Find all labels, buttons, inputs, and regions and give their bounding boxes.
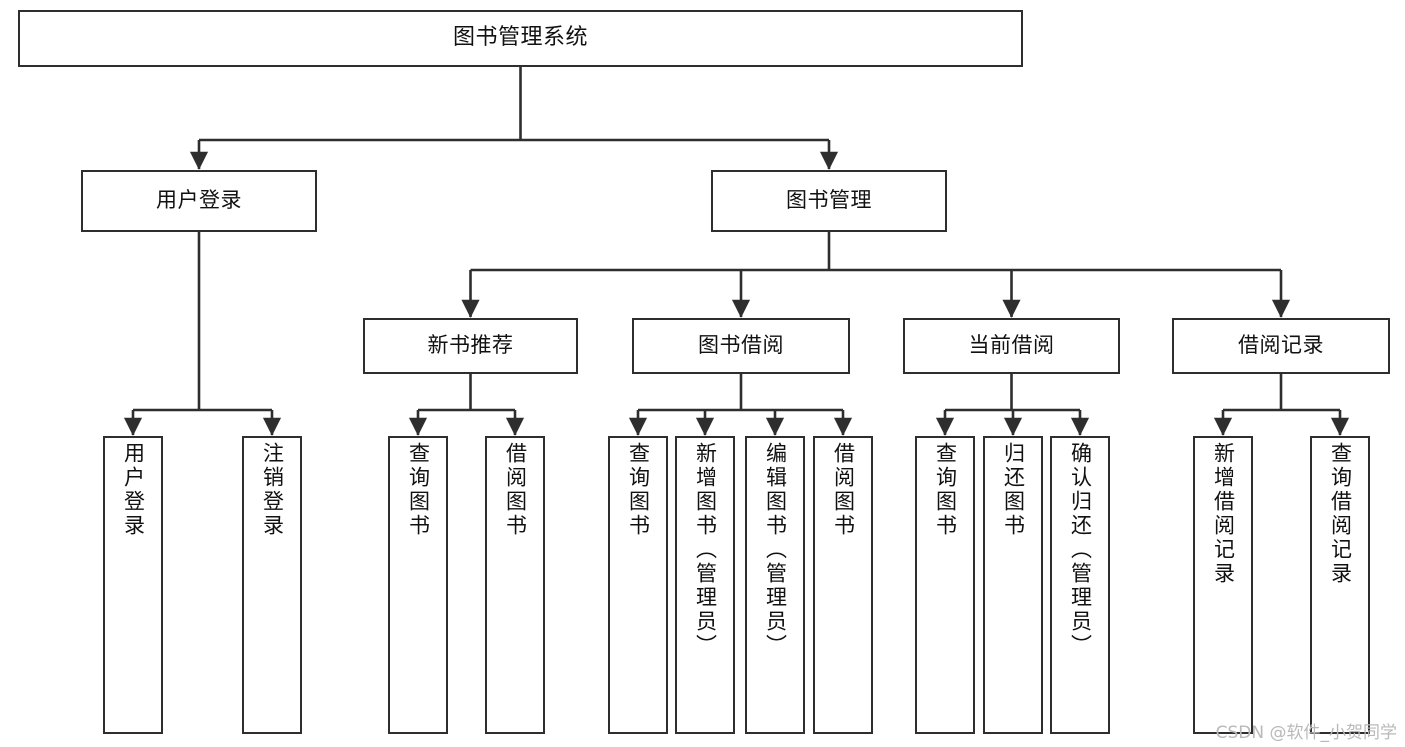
node-label: 新增借阅记录 — [1211, 442, 1236, 586]
node-leaf-query-record[interactable]: 查询借阅记录 — [1310, 436, 1370, 734]
node-root[interactable]: 图书管理系统 — [18, 10, 1023, 67]
node-label: 注销登录 — [260, 442, 285, 538]
node-label: 新书推荐 — [427, 333, 514, 358]
node-label: 图书管理 — [786, 188, 872, 213]
node-label: 查询图书 — [933, 442, 958, 538]
node-book-borrow[interactable]: 图书借阅 — [632, 318, 850, 374]
node-label: 新增图书（管理员） — [693, 442, 718, 658]
node-label: 借阅记录 — [1238, 333, 1324, 358]
node-leaf-user-login[interactable]: 用户登录 — [103, 436, 163, 734]
node-borrow-record[interactable]: 借阅记录 — [1172, 318, 1390, 374]
node-leaf-borrow-book-1[interactable]: 借阅图书 — [485, 436, 545, 734]
node-label: 当前借阅 — [968, 333, 1055, 358]
node-label: 图书管理系统 — [452, 25, 588, 51]
node-label: 借阅图书 — [831, 442, 856, 538]
node-user-login[interactable]: 用户登录 — [81, 170, 317, 232]
node-leaf-borrow-book-2[interactable]: 借阅图书 — [813, 436, 873, 734]
node-leaf-query-book-2[interactable]: 查询图书 — [608, 436, 668, 734]
node-leaf-logout[interactable]: 注销登录 — [242, 436, 302, 734]
node-label: 查询图书 — [626, 442, 651, 538]
node-new-book-recommend[interactable]: 新书推荐 — [363, 318, 578, 374]
node-label: 查询借阅记录 — [1328, 442, 1353, 586]
node-leaf-add-book[interactable]: 新增图书（管理员） — [675, 436, 735, 734]
node-label: 编辑图书（管理员） — [763, 442, 788, 658]
node-label: 借阅图书 — [503, 442, 528, 538]
node-leaf-return-book[interactable]: 归还图书 — [983, 436, 1043, 734]
node-label: 归还图书 — [1001, 442, 1026, 538]
node-label: 用户登录 — [156, 188, 242, 213]
node-leaf-edit-book[interactable]: 编辑图书（管理员） — [745, 436, 805, 734]
node-book-manage[interactable]: 图书管理 — [711, 170, 947, 232]
node-label: 查询图书 — [406, 442, 431, 538]
node-leaf-query-book-1[interactable]: 查询图书 — [388, 436, 448, 734]
node-label: 图书借阅 — [698, 333, 784, 358]
node-leaf-query-book-3[interactable]: 查询图书 — [915, 436, 975, 734]
node-leaf-add-record[interactable]: 新增借阅记录 — [1193, 436, 1253, 734]
node-label: 确认归还（管理员） — [1068, 442, 1093, 658]
node-leaf-confirm-return[interactable]: 确认归还（管理员） — [1050, 436, 1110, 734]
node-label: 用户登录 — [121, 442, 146, 538]
node-current-borrow[interactable]: 当前借阅 — [903, 318, 1120, 374]
